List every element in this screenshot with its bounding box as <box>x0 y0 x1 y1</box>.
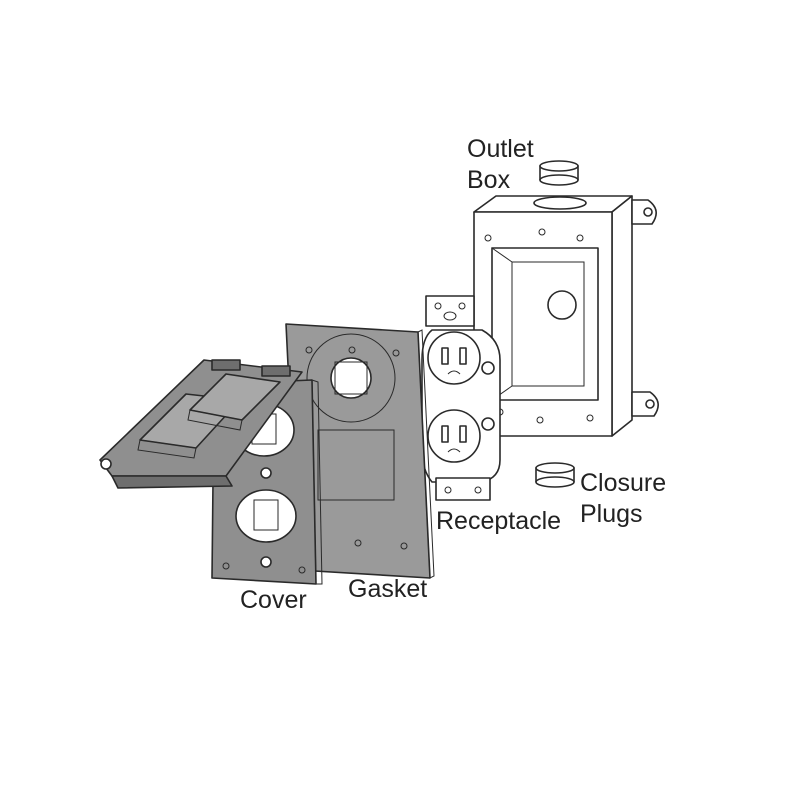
closure-plug-top <box>539 160 579 186</box>
outlet-box-back-knockout <box>547 290 577 320</box>
gasket-opening <box>330 357 372 399</box>
receptacle-outlet-upper <box>427 331 481 385</box>
label-outlet-box-line2: Box <box>467 166 511 194</box>
label-closure-plugs: Closure Plugs <box>580 468 666 530</box>
outlet-box-opening <box>491 247 599 401</box>
receptacle <box>421 295 501 501</box>
outlet-box-top-knockout <box>533 196 587 210</box>
receptacle-strap-bottom <box>435 477 491 501</box>
cover-latch <box>100 458 112 470</box>
outlet-box-side <box>611 195 633 437</box>
label-cover: Cover <box>240 586 307 614</box>
gasket <box>285 323 435 579</box>
label-closure-plugs-line1: Closure <box>580 469 667 497</box>
label-gasket: Gasket <box>348 575 428 603</box>
receptacle-outlet-lower <box>427 409 481 463</box>
closure-plug-bottom <box>535 462 575 488</box>
cover-lid-edge <box>111 475 233 489</box>
receptacle-strap-top <box>425 295 475 327</box>
outlet-box-ear-bottom <box>631 391 659 417</box>
label-receptacle: Receptacle <box>436 507 562 535</box>
label-outlet-box: Outlet Box <box>467 134 534 196</box>
cover <box>99 359 323 585</box>
cover-opening-lower <box>235 489 297 543</box>
label-outlet-box-line1: Outlet <box>467 135 534 163</box>
outlet-box <box>473 195 659 437</box>
label-closure-plugs-line2: Plugs <box>580 500 643 528</box>
